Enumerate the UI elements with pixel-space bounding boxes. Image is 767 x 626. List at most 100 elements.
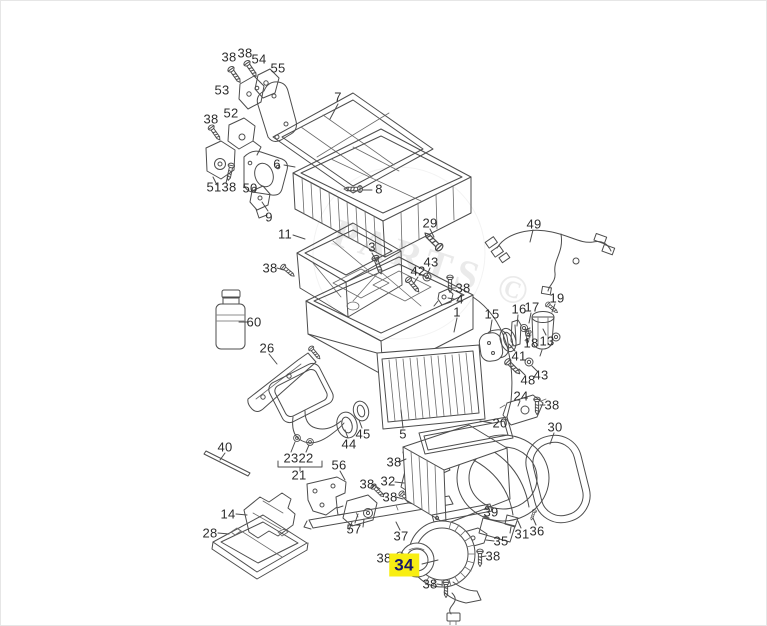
part-gasket-50 xyxy=(243,150,288,196)
leader-line xyxy=(339,470,346,481)
callout-38[interactable]: 38 xyxy=(237,45,253,61)
callout-13[interactable]: 13 xyxy=(539,333,555,349)
callout-22[interactable]: 22 xyxy=(298,450,314,466)
callout-38[interactable]: 38 xyxy=(544,397,560,413)
callout-56[interactable]: 56 xyxy=(331,457,347,473)
callout-45[interactable]: 45 xyxy=(355,426,371,442)
callout-38[interactable]: 38 xyxy=(382,489,398,505)
leader-line xyxy=(400,409,404,429)
callout-8[interactable]: 8 xyxy=(375,181,383,197)
callout-29[interactable]: 29 xyxy=(422,215,438,231)
callout-57[interactable]: 57 xyxy=(346,521,362,537)
callout-38[interactable]: 38 xyxy=(455,280,471,296)
part-servo-57 xyxy=(336,494,378,531)
callout-42[interactable]: 42 xyxy=(410,263,426,279)
callout-35[interactable]: 35 xyxy=(493,533,509,549)
leader-line xyxy=(436,583,444,586)
callout-15[interactable]: 15 xyxy=(484,306,500,322)
callout-23[interactable]: 23 xyxy=(283,450,299,466)
leader-line xyxy=(261,201,269,212)
callout-4[interactable]: 4 xyxy=(456,291,464,307)
callout-38[interactable]: 38 xyxy=(422,576,438,592)
callout-9[interactable]: 9 xyxy=(265,209,273,225)
callout-37[interactable]: 37 xyxy=(393,528,409,544)
callout-21[interactable]: 21 xyxy=(291,467,307,483)
leader-line xyxy=(527,329,531,338)
leader-line xyxy=(551,303,556,313)
callout-38[interactable]: 38 xyxy=(359,476,375,492)
leader-line xyxy=(217,532,230,535)
callout-18[interactable]: 18 xyxy=(523,335,539,351)
callout-5[interactable]: 5 xyxy=(399,426,407,442)
callout-54[interactable]: 54 xyxy=(251,51,267,67)
callout-7[interactable]: 7 xyxy=(334,89,342,105)
leader-line xyxy=(276,267,285,271)
callout-38[interactable]: 38 xyxy=(376,550,392,566)
part-strip-37 xyxy=(303,495,454,530)
leader-line xyxy=(329,103,339,120)
leader-line xyxy=(483,515,490,519)
leader-line xyxy=(305,444,310,453)
callout-53[interactable]: 53 xyxy=(214,82,230,98)
part-bottle-60 xyxy=(215,289,246,350)
callout-43[interactable]: 43 xyxy=(423,254,439,270)
callout-34-highlighted[interactable]: 34 xyxy=(389,553,419,577)
callout-40[interactable]: 40 xyxy=(217,439,233,455)
callout-41[interactable]: 41 xyxy=(511,348,527,364)
callout-38[interactable]: 38 xyxy=(262,260,278,276)
part-pad-15 xyxy=(478,329,510,362)
part-screw-3 xyxy=(352,253,422,307)
part-bracket-51 xyxy=(205,140,236,186)
callout-51[interactable]: 51 xyxy=(206,179,222,195)
callout-20[interactable]: 20 xyxy=(492,415,508,431)
callout-11[interactable]: 11 xyxy=(277,226,293,242)
leader-line xyxy=(426,267,431,276)
part-servo-24 xyxy=(499,394,547,426)
callout-38[interactable]: 38 xyxy=(221,49,237,65)
callout-49[interactable]: 49 xyxy=(526,216,542,232)
callout-19[interactable]: 19 xyxy=(549,290,565,306)
leader-line xyxy=(485,539,495,542)
callout-38[interactable]: 38 xyxy=(386,454,402,470)
part-box-6 xyxy=(292,128,472,258)
part-bracket-14 xyxy=(243,492,296,539)
callout-43[interactable]: 43 xyxy=(533,367,549,383)
part-evaporator-5 xyxy=(376,344,486,430)
leader-line xyxy=(517,400,521,407)
callout-50[interactable]: 50 xyxy=(242,180,258,196)
callout-52[interactable]: 52 xyxy=(223,105,239,121)
callout-38[interactable]: 38 xyxy=(221,179,237,195)
callout-1[interactable]: 1 xyxy=(453,304,461,320)
leader-line xyxy=(518,368,526,376)
callout-60[interactable]: 60 xyxy=(246,314,262,330)
leader-line xyxy=(549,432,555,445)
callout-28[interactable]: 28 xyxy=(202,525,218,541)
callout-6[interactable]: 6 xyxy=(273,156,281,172)
callout-38[interactable]: 38 xyxy=(485,548,501,564)
callout-3[interactable]: 3 xyxy=(368,239,376,255)
part-plate-56 xyxy=(306,476,347,516)
callout-31[interactable]: 31 xyxy=(514,526,530,542)
leader-line xyxy=(529,229,534,243)
leader-line xyxy=(542,328,547,336)
callout-48[interactable]: 48 xyxy=(520,372,536,388)
leader-line xyxy=(398,458,407,463)
callout-55[interactable]: 55 xyxy=(270,60,286,76)
leader-line xyxy=(531,365,538,372)
callout-44[interactable]: 44 xyxy=(341,436,357,452)
part-bracket-26 xyxy=(247,352,317,412)
callout-26[interactable]: 26 xyxy=(259,340,275,356)
callout-39[interactable]: 39 xyxy=(483,504,499,520)
callout-32[interactable]: 32 xyxy=(380,473,396,489)
callout-36[interactable]: 36 xyxy=(529,523,545,539)
callout-38[interactable]: 38 xyxy=(203,111,219,127)
callout-30[interactable]: 30 xyxy=(547,419,563,435)
leader-line xyxy=(421,559,439,565)
callout-16[interactable]: 16 xyxy=(511,301,527,317)
callout-24[interactable]: 24 xyxy=(513,388,529,404)
callout-17[interactable]: 17 xyxy=(524,299,540,315)
leader-line xyxy=(447,297,455,300)
callout-14[interactable]: 14 xyxy=(220,506,236,522)
leader-line xyxy=(508,343,516,352)
